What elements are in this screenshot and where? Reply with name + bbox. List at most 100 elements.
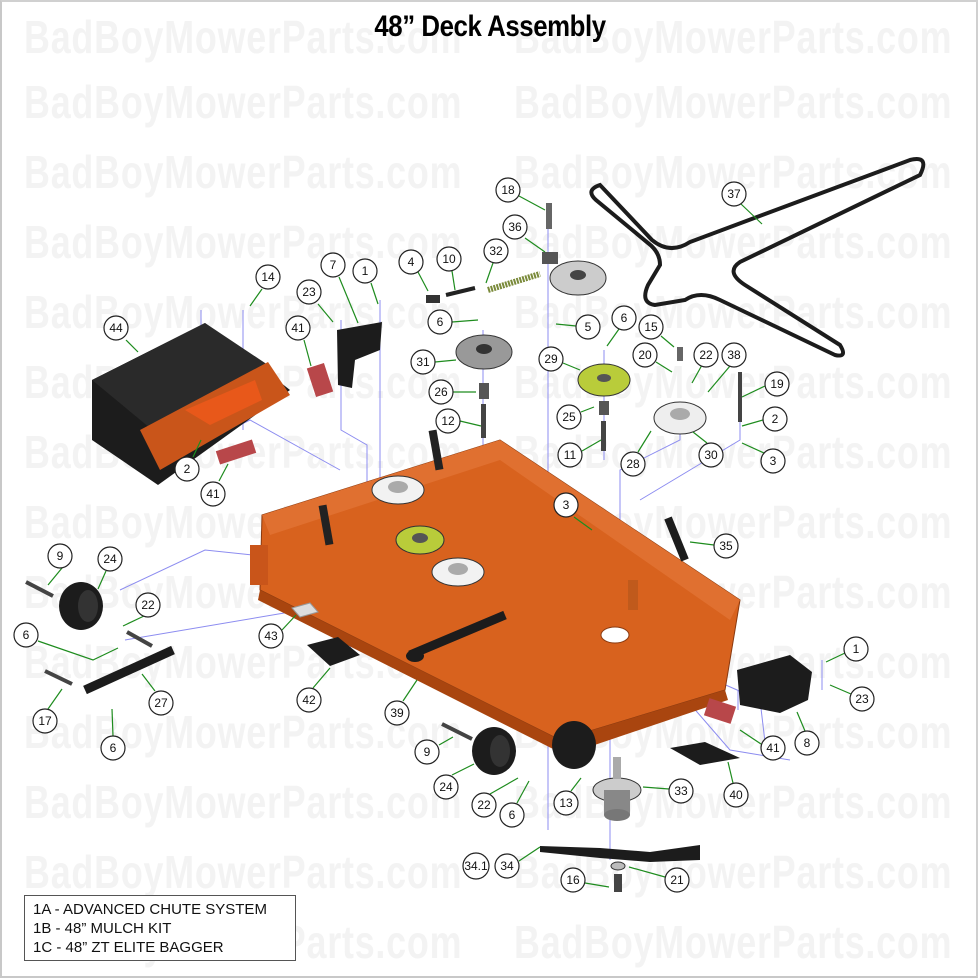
callout-c8[interactable]: 8 bbox=[794, 730, 820, 756]
legend-item-1a: 1A - ADVANCED CHUTE SYSTEM bbox=[33, 901, 267, 918]
callout-label: 6 bbox=[110, 741, 117, 755]
callout-c34_1[interactable]: 34.1 bbox=[462, 852, 490, 880]
callout-c29[interactable]: 29 bbox=[538, 346, 564, 372]
callout-c20[interactable]: 20 bbox=[632, 342, 658, 368]
callout-c22c[interactable]: 22 bbox=[471, 792, 497, 818]
callout-c33[interactable]: 33 bbox=[668, 778, 694, 804]
bolt-part-18 bbox=[546, 203, 552, 229]
callout-label: 23 bbox=[855, 692, 869, 706]
wheel-arm-part-27 bbox=[83, 645, 175, 695]
callout-c38[interactable]: 38 bbox=[721, 342, 747, 368]
callout-label: 5 bbox=[585, 320, 592, 334]
callout-c23a[interactable]: 23 bbox=[296, 279, 322, 305]
callout-c13[interactable]: 13 bbox=[553, 790, 579, 816]
callout-c40[interactable]: 40 bbox=[723, 782, 749, 808]
gauge-wheel-front bbox=[552, 721, 596, 769]
callout-c15[interactable]: 15 bbox=[638, 314, 664, 340]
callout-c6e[interactable]: 6 bbox=[499, 802, 525, 828]
callout-label: 1 bbox=[853, 642, 860, 656]
watermark-text: BadBoyMowerParts.com bbox=[24, 776, 463, 828]
callout-label: 31 bbox=[416, 355, 430, 369]
callout-c30[interactable]: 30 bbox=[698, 442, 724, 468]
callout-c41b[interactable]: 41 bbox=[200, 481, 226, 507]
callout-leaders bbox=[37, 195, 852, 888]
callout-c18[interactable]: 18 bbox=[495, 177, 521, 203]
bolt-part-9b bbox=[441, 722, 473, 741]
callout-c43[interactable]: 43 bbox=[258, 623, 284, 649]
callout-c11[interactable]: 11 bbox=[557, 442, 583, 468]
callout-c3b[interactable]: 3 bbox=[553, 492, 579, 518]
legend-item-1b: 1B - 48” MULCH KIT bbox=[33, 920, 172, 937]
idler-pulley-part-29 bbox=[577, 363, 631, 397]
page-title: 48” Deck Assembly bbox=[374, 10, 606, 43]
callout-c32[interactable]: 32 bbox=[483, 238, 509, 264]
callout-c17[interactable]: 17 bbox=[32, 708, 58, 734]
decal-part-43 bbox=[291, 602, 319, 618]
callout-c31[interactable]: 31 bbox=[410, 349, 436, 375]
callout-c10[interactable]: 10 bbox=[436, 246, 462, 272]
washer-part-21 bbox=[610, 861, 626, 871]
callout-c1a[interactable]: 1 bbox=[352, 258, 378, 284]
callout-label: 18 bbox=[501, 183, 515, 197]
bolt-part-16 bbox=[614, 874, 622, 892]
bolt-part-15 bbox=[677, 347, 683, 361]
callout-label: 21 bbox=[670, 873, 684, 887]
callout-c3a[interactable]: 3 bbox=[760, 448, 786, 474]
idler-pulley-part-36 bbox=[542, 252, 607, 296]
bolt-part-22-washer-arm bbox=[126, 630, 153, 648]
callout-c34[interactable]: 34 bbox=[494, 853, 520, 879]
callout-c28[interactable]: 28 bbox=[620, 451, 646, 477]
callout-label: 10 bbox=[442, 252, 456, 266]
callout-label: 6 bbox=[23, 628, 30, 642]
callout-c42[interactable]: 42 bbox=[296, 687, 322, 713]
callout-c12[interactable]: 12 bbox=[435, 408, 461, 434]
callout-label: 22 bbox=[141, 598, 155, 612]
callout-label: 8 bbox=[804, 736, 811, 750]
watermark-text: BadBoyMowerParts.com bbox=[24, 146, 463, 198]
callout-c41a[interactable]: 41 bbox=[285, 315, 311, 341]
warning-decal-part-41b bbox=[215, 439, 257, 465]
callout-c2a[interactable]: 2 bbox=[174, 456, 200, 482]
callout-c6b[interactable]: 6 bbox=[611, 305, 637, 331]
callout-c24a[interactable]: 24 bbox=[97, 546, 123, 572]
callout-c6d[interactable]: 6 bbox=[100, 735, 126, 761]
callout-c37[interactable]: 37 bbox=[721, 181, 747, 207]
callout-label: 19 bbox=[770, 377, 784, 391]
spacer-part-25 bbox=[599, 401, 609, 415]
callout-c6c[interactable]: 6 bbox=[13, 622, 39, 648]
callout-c25[interactable]: 25 bbox=[556, 404, 582, 430]
callout-c6a[interactable]: 6 bbox=[427, 309, 453, 335]
callout-c5[interactable]: 5 bbox=[575, 314, 601, 340]
kit-legend: 1A - ADVANCED CHUTE SYSTEM 1B - 48” MULC… bbox=[24, 895, 296, 961]
callout-c1b[interactable]: 1 bbox=[843, 636, 869, 662]
callout-label: 39 bbox=[390, 706, 404, 720]
callout-c2b[interactable]: 2 bbox=[762, 406, 788, 432]
callout-c22b[interactable]: 22 bbox=[135, 592, 161, 618]
decal-part-40 bbox=[670, 742, 740, 765]
callout-c41c[interactable]: 41 bbox=[760, 735, 786, 761]
callout-c26[interactable]: 26 bbox=[428, 379, 454, 405]
callout-c36[interactable]: 36 bbox=[502, 214, 528, 240]
callout-label: 34.1 bbox=[464, 859, 488, 873]
callout-c9a[interactable]: 9 bbox=[47, 543, 73, 569]
callout-c24b[interactable]: 24 bbox=[433, 774, 459, 800]
callout-c9b[interactable]: 9 bbox=[414, 739, 440, 765]
callout-c16[interactable]: 16 bbox=[560, 867, 586, 893]
callout-label: 9 bbox=[424, 745, 431, 759]
callout-label: 9 bbox=[57, 549, 64, 563]
bolt-part-19 bbox=[738, 372, 742, 422]
callout-c22a[interactable]: 22 bbox=[693, 342, 719, 368]
callout-c23b[interactable]: 23 bbox=[849, 686, 875, 712]
callout-c4[interactable]: 4 bbox=[398, 249, 424, 275]
callout-c21[interactable]: 21 bbox=[664, 867, 690, 893]
callout-c27[interactable]: 27 bbox=[148, 690, 174, 716]
callout-c19[interactable]: 19 bbox=[764, 371, 790, 397]
rod-part-10 bbox=[445, 286, 476, 297]
callout-c35[interactable]: 35 bbox=[713, 533, 739, 559]
callout-c44[interactable]: 44 bbox=[103, 315, 129, 341]
callout-c7[interactable]: 7 bbox=[320, 252, 346, 278]
callout-c14[interactable]: 14 bbox=[255, 264, 281, 290]
callout-c39[interactable]: 39 bbox=[384, 700, 410, 726]
